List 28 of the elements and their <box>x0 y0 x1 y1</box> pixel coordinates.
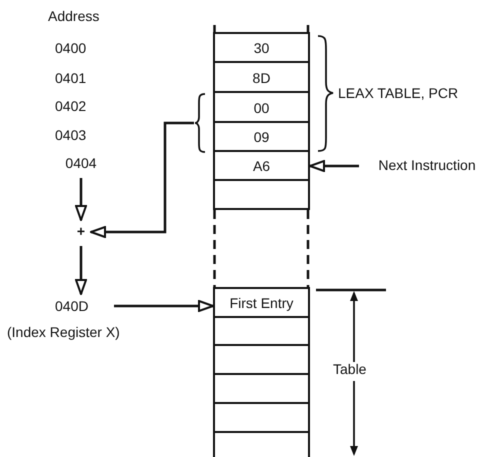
memory-cell <box>213 344 310 376</box>
memory-cell <box>213 373 310 405</box>
arrow <box>75 246 87 295</box>
address-label: 0400 <box>55 40 86 56</box>
address-label: 040D <box>55 298 88 314</box>
pointer-label: Next Instruction <box>364 157 490 175</box>
memory-cell <box>213 316 310 347</box>
register-caption: (Index Register X) <box>7 324 120 340</box>
address-label: 0402 <box>55 98 86 114</box>
instruction-label: LEAX TABLE, PCR <box>338 85 458 101</box>
memory-cell <box>213 402 310 434</box>
address-label: 0401 <box>55 70 86 86</box>
memory-cell: 00 <box>213 91 310 124</box>
address-label: 0404 <box>55 155 107 173</box>
memory-cell: 8D <box>213 61 310 94</box>
arrow <box>90 122 194 238</box>
arrow <box>309 160 359 172</box>
memory-cell: 09 <box>213 121 310 153</box>
memory-cell <box>213 179 310 210</box>
memory-cell: First Entry <box>213 287 310 319</box>
address-label: 0403 <box>55 127 86 143</box>
dimension-label: Table <box>333 361 366 377</box>
plus-sign: + <box>74 223 88 241</box>
memory-cell: 30 <box>213 32 310 64</box>
section-heading: Address <box>48 8 100 24</box>
arrow <box>75 178 87 221</box>
memory-cell: A6 <box>213 150 310 182</box>
arrow <box>114 300 214 312</box>
